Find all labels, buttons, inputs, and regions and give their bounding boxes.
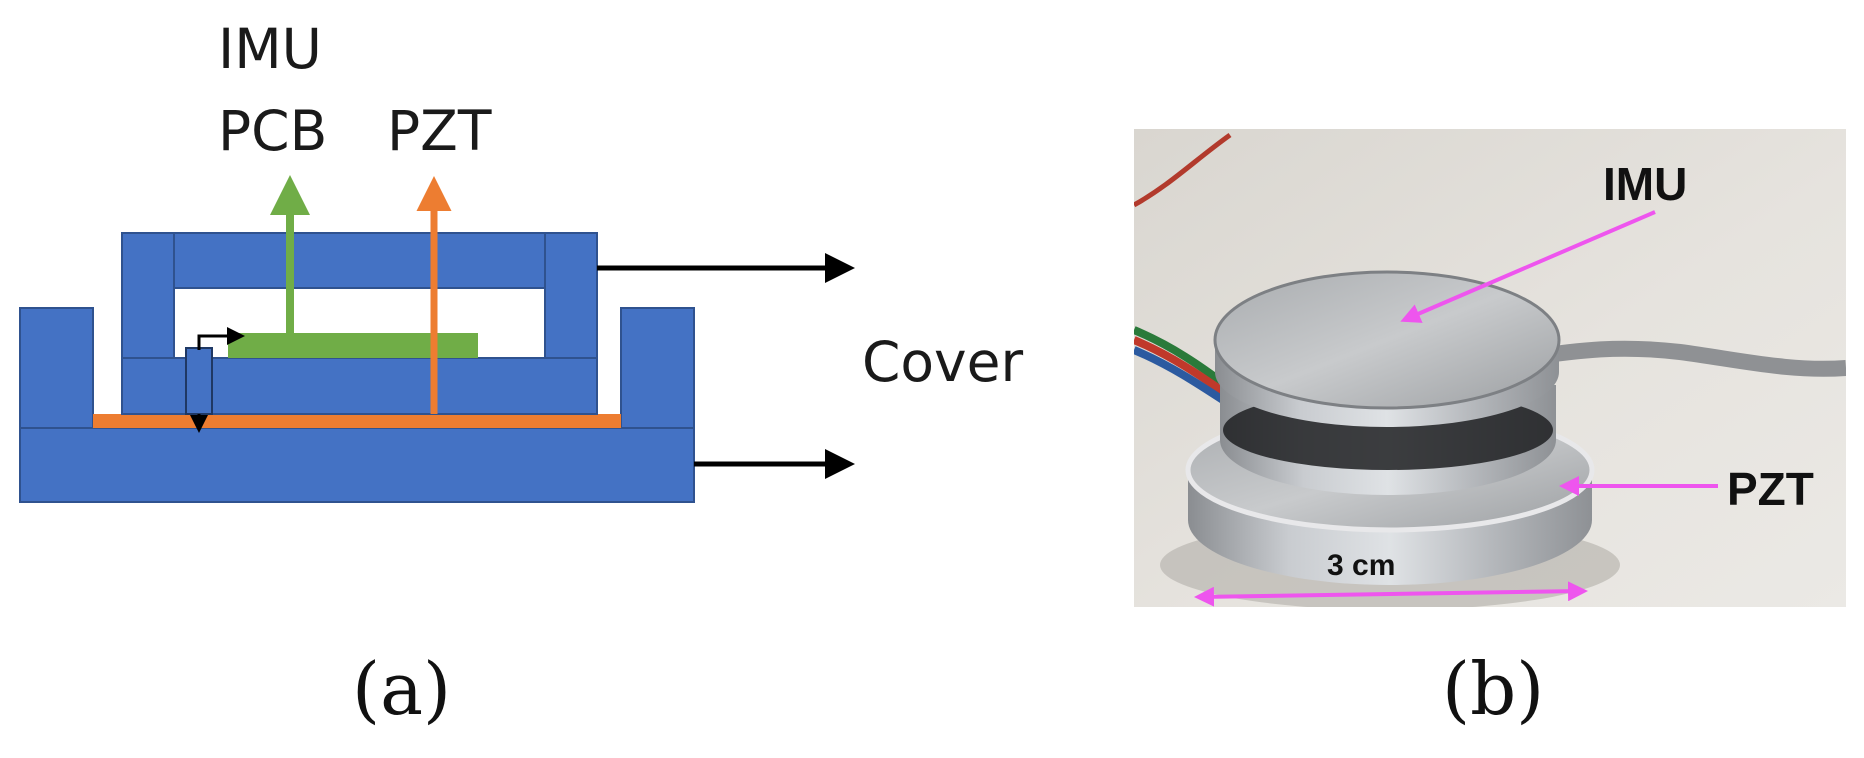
label-imu: IMU [218,17,322,81]
photo-label-imu: IMU [1603,158,1687,210]
label-pcb: PCB [218,99,327,163]
outer-wall-left [19,307,94,429]
panel-b-photo: IMU PZT 3 cm (b) [1134,129,1846,731]
panel-a-diagram: IMU PCB PZT Cover (a) [19,17,1023,731]
cover-wall-left [121,232,175,359]
caption-a: (a) [352,647,451,731]
connector-arrow-right [197,327,245,350]
label-cover: Cover [862,330,1023,394]
base-plate [19,427,695,503]
cover-top [121,232,598,289]
caption-b: (b) [1442,647,1544,731]
label-pzt: PZT [387,99,492,163]
connector [185,347,213,415]
cover-wall-right [544,232,598,359]
pcb-board [228,333,478,358]
dimension-label: 3 cm [1327,549,1395,582]
dimension-arrow [1194,581,1588,607]
photo-label-pzt: PZT [1727,463,1814,515]
outer-wall-right [620,307,695,429]
imu-pointer-arrow [1400,210,1656,323]
pzt-layer [93,414,621,428]
sensor-photo [1134,129,1846,607]
